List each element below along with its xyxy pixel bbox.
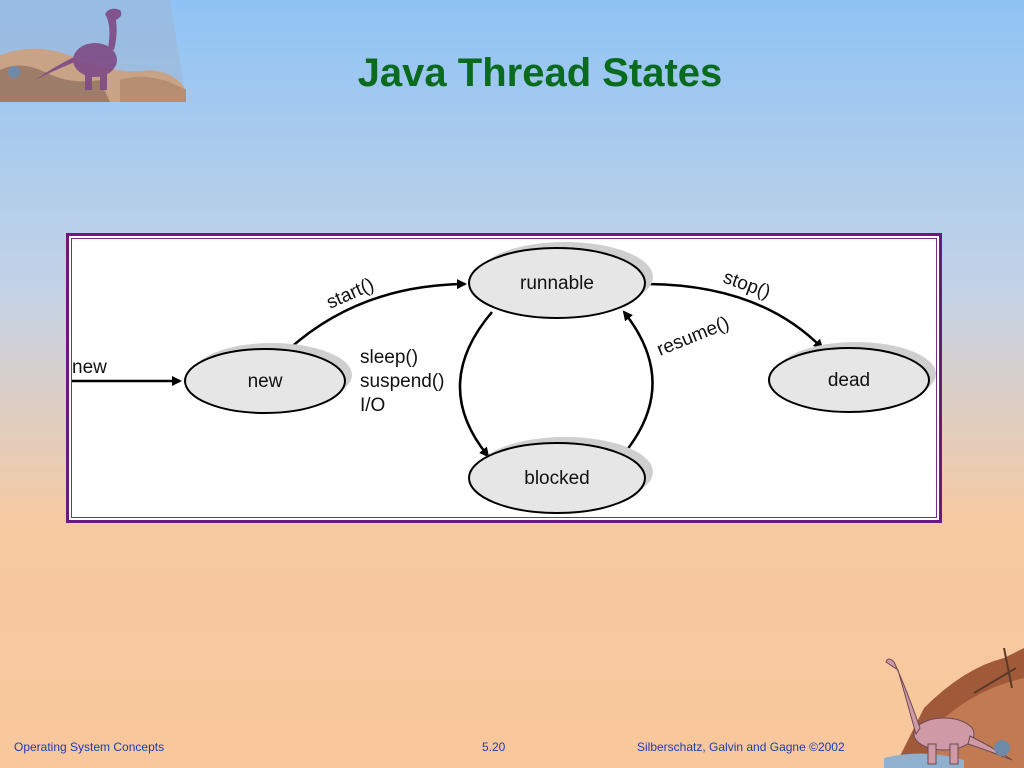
edge-label-block-2: suspend() <box>360 371 445 392</box>
dinosaur-logo-bottom-right <box>884 648 1024 768</box>
edge-label-stop: stop() <box>720 267 773 303</box>
edge-label-block-1: sleep() <box>360 347 418 368</box>
node-runnable: runnable <box>468 242 653 319</box>
slide-title: Java Thread States <box>357 50 723 95</box>
node-blocked: blocked <box>468 437 653 514</box>
footer-slide-number: 5.20 <box>482 740 506 754</box>
block-arrow <box>458 311 493 458</box>
stop-arrow <box>647 282 824 350</box>
resume-arrow <box>621 310 654 457</box>
start-arrow <box>287 279 467 351</box>
edge-label-resume: resume() <box>654 313 732 361</box>
footer-copyright: Silberschatz, Galvin and Gagne ©2002 <box>637 740 845 754</box>
edge-label-entry: new <box>72 357 107 378</box>
edge-label-block-3: I/O <box>360 395 385 416</box>
node-dead-label: dead <box>828 370 870 391</box>
dinosaur-logo-top-left <box>0 0 186 102</box>
node-runnable-label: runnable <box>520 273 594 294</box>
node-new: new <box>184 343 352 414</box>
footer-course-name: Operating System Concepts <box>14 740 165 754</box>
node-dead: dead <box>768 342 936 413</box>
node-blocked-label: blocked <box>524 468 590 489</box>
node-new-label: new <box>248 371 283 392</box>
